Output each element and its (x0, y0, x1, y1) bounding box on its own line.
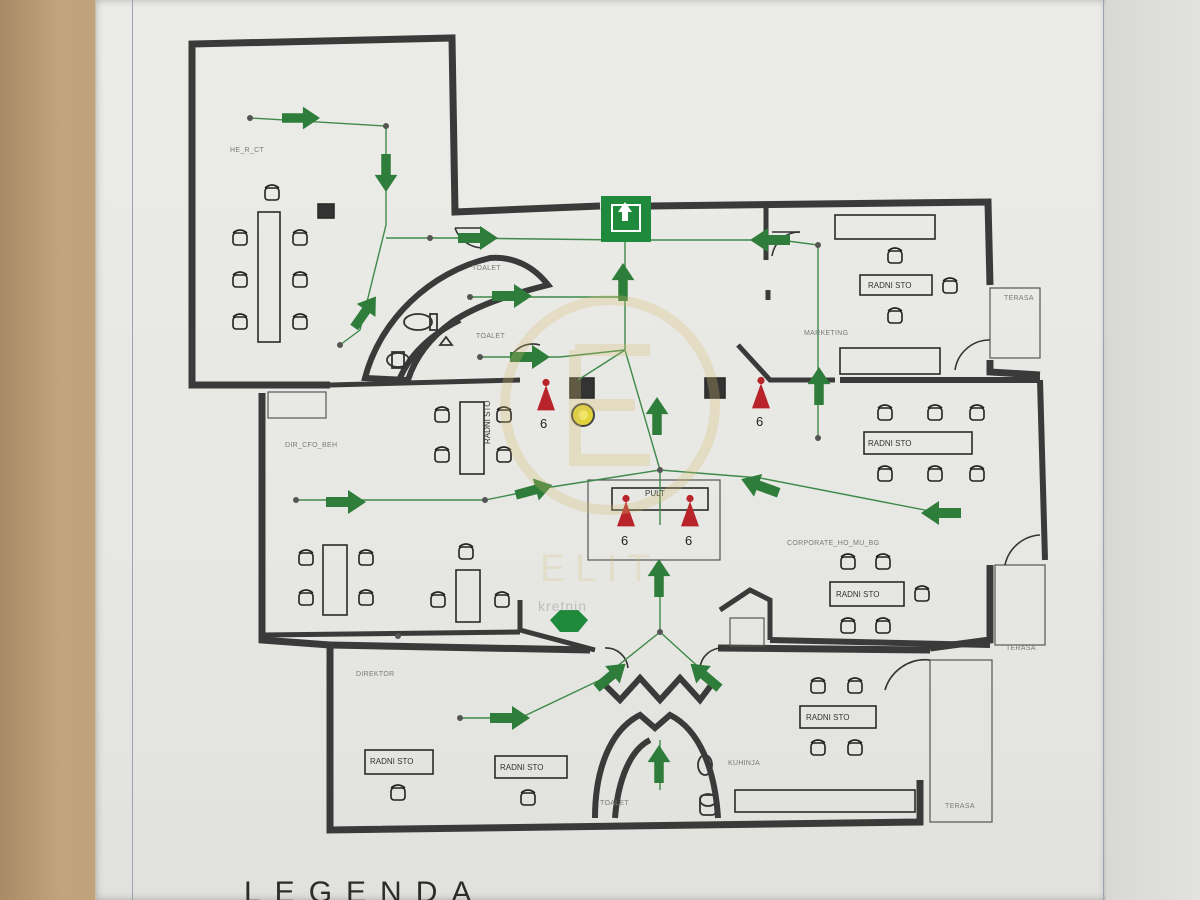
room-label: HE_R_CT (230, 147, 264, 154)
watermark-logo (500, 295, 720, 515)
toilet-fixtures (386, 313, 717, 816)
room-label: MARKETING (804, 330, 848, 337)
fire-alarm-icon (571, 403, 595, 427)
route-nodes (247, 115, 938, 721)
legend-title: LEGENDA (244, 876, 486, 900)
extinguisher-count: 6 (685, 533, 692, 548)
extinguisher-count: 6 (756, 414, 763, 429)
desk-label: RADNI STO (836, 590, 879, 599)
pult-label: PULT (645, 489, 665, 498)
room-label: TERASA (945, 803, 975, 810)
room-label: DIR_CFO_BEH (285, 442, 337, 449)
room-label: TERASA (1004, 295, 1034, 302)
desk-label: RADNI STO (370, 757, 413, 766)
thin-walls (267, 287, 1046, 823)
extinguisher-count: 6 (621, 533, 628, 548)
room-label: CORPORATE_HO_MU_BG (787, 540, 879, 547)
room-label: KUHINJA (728, 760, 760, 767)
first-aid-icon (550, 610, 588, 632)
room-label: TOALET (600, 800, 629, 807)
desk-label: RADNI STO (868, 281, 911, 290)
desk-label: RADNI STO (500, 763, 543, 772)
room-label: DIREKTOR (356, 671, 394, 678)
desk-label: RADNI STO (806, 713, 849, 722)
furniture (257, 203, 973, 813)
toilet-upper-walls (361, 254, 554, 384)
watermark-subtext: kretnin (538, 598, 588, 614)
toilet-bottom-walls (592, 673, 721, 819)
emergency-exit-icon (601, 196, 651, 242)
room-label: TOALET (472, 265, 501, 272)
chairs (232, 184, 985, 806)
desk-label: RADNI STO (483, 401, 492, 444)
wall-strip (1106, 0, 1200, 900)
watermark-brand: ELIT (540, 548, 661, 590)
extinguisher-count: 6 (540, 416, 547, 431)
desk-labels: RADNI STO RADNI STO RADNI STO RADNI STO … (370, 281, 911, 772)
room-label: TOALET (476, 333, 505, 340)
room-label: TERASA (1006, 645, 1036, 652)
walls (188, 34, 1048, 834)
room-labels: HE_R_CT TOALET TOALET MARKETING TERASA D… (230, 147, 1036, 810)
desk-label: RADNI STO (868, 439, 911, 448)
